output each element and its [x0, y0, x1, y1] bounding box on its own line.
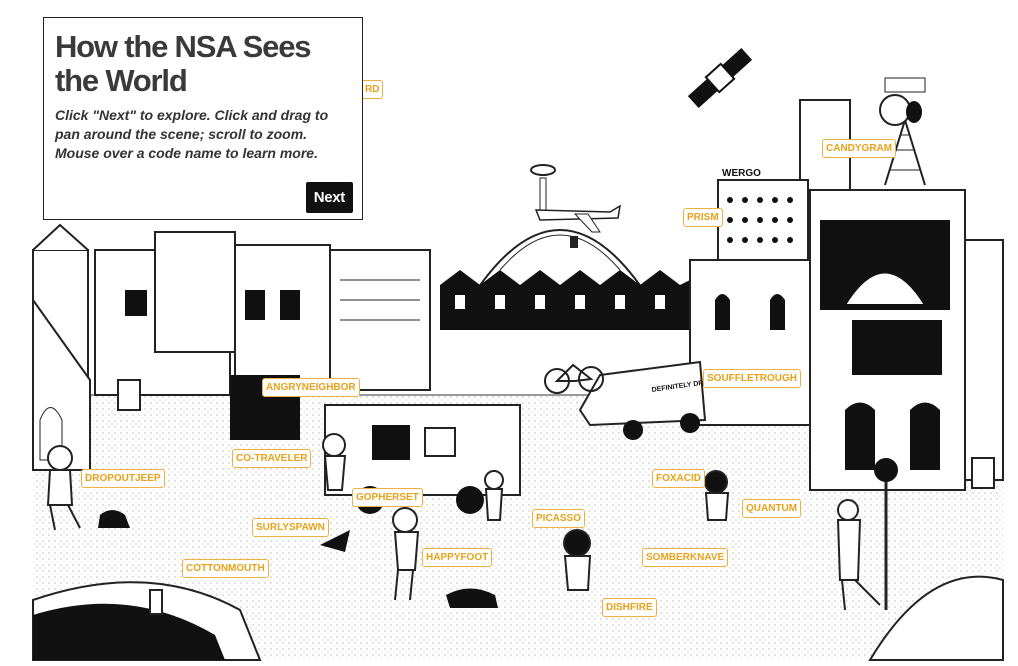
food-truck — [324, 404, 521, 514]
codename-dropoutjeep[interactable]: DROPOUTJEEP — [81, 469, 165, 488]
instructions-text: Click "Next" to explore. Click and drag … — [55, 107, 329, 161]
shop-sign-text: WERGO — [722, 168, 761, 179]
partial-label-tag[interactable]: RD — [362, 80, 384, 99]
trash-can — [971, 457, 995, 489]
codename-cottonmouth[interactable]: COTTONMOUTH — [182, 559, 269, 578]
bus-stop-sign — [874, 458, 898, 610]
codename-happyfoot[interactable]: HAPPYFOOT — [422, 548, 493, 567]
codename-foxacid[interactable]: FOXACID — [652, 469, 705, 488]
codename-angryneighbor[interactable]: ANGRYNEIGHBOR — [262, 378, 360, 397]
dry-cleaning-van — [578, 360, 707, 440]
codename-souffletrough[interactable]: SOUFFLETROUGH — [703, 369, 801, 388]
intro-panel: How the NSA Sees the World Click "Next" … — [43, 17, 363, 220]
canal — [32, 581, 262, 661]
airplane — [534, 204, 622, 248]
black-row-houses — [440, 270, 700, 330]
codename-candygram[interactable]: CANDYGRAM — [822, 139, 897, 158]
codename-gopherset[interactable]: GOPHERSET — [352, 488, 423, 507]
tall-building — [689, 99, 1004, 491]
codename-prism[interactable]: PRISM — [683, 208, 723, 227]
plaza-walkway — [868, 575, 1004, 661]
satellite — [687, 47, 753, 109]
antenna-tower — [879, 77, 926, 186]
codename-picasso[interactable]: PICASSO — [532, 509, 586, 528]
people — [46, 433, 881, 611]
codename-somberknave[interactable]: SOMBERKNAVE — [642, 548, 729, 567]
page-title: How the NSA Sees the World — [55, 29, 311, 98]
codename-quantum[interactable]: QUANTUM — [742, 499, 802, 518]
codename-dishfire[interactable]: DISHFIRE — [602, 598, 657, 617]
codename-surlyspawn[interactable]: SURLYSPAWN — [252, 518, 329, 537]
animals — [98, 510, 498, 608]
bicycle — [544, 363, 604, 394]
codename-co-traveler[interactable]: CO-TRAVELER — [232, 449, 312, 468]
next-button[interactable]: Next — [305, 182, 353, 213]
left-buildings — [32, 223, 431, 471]
